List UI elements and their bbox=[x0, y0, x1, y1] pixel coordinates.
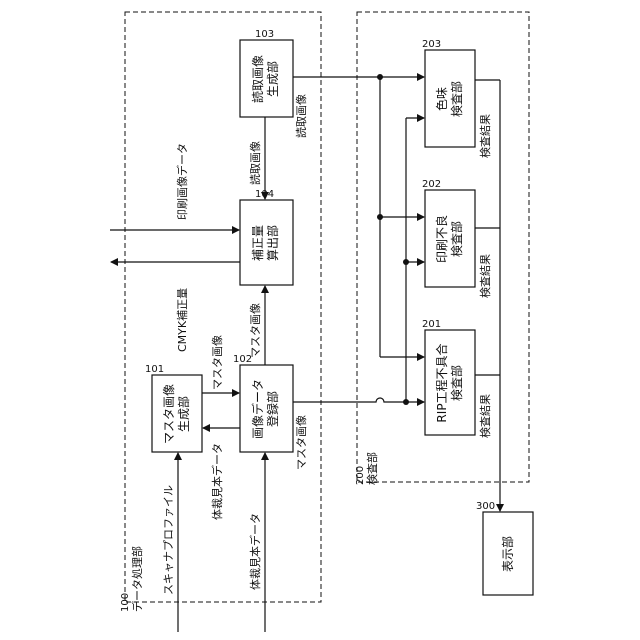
read-image-label-2: 読取画像 bbox=[294, 94, 308, 138]
scanner-profile-label: スキャナプロファイル bbox=[162, 485, 175, 595]
cmyk-correction-label: CMYK補正量 bbox=[176, 288, 189, 352]
display-ref: 300 bbox=[476, 501, 495, 512]
read-gen-ref: 103 bbox=[255, 29, 274, 40]
result-print-label: 検査結果 bbox=[478, 254, 492, 298]
junction-dot bbox=[403, 399, 409, 405]
correction-line1: 補正量 bbox=[251, 225, 265, 261]
junction-dot bbox=[403, 259, 409, 265]
master-image-label-3: マスタ画像 bbox=[295, 415, 308, 470]
layout-data-label-1: 体裁見本データ bbox=[210, 443, 224, 520]
color-insp-ref: 203 bbox=[422, 39, 441, 50]
color-insp-line1: 色味 bbox=[435, 87, 449, 111]
read-gen-line2: 生成部 bbox=[265, 61, 280, 97]
master-gen-ref: 101 bbox=[145, 364, 164, 375]
result-color-label: 検査結果 bbox=[478, 114, 492, 158]
master-gen-line2: 生成部 bbox=[176, 396, 191, 432]
data-processing-ref: 100 bbox=[120, 593, 131, 612]
correction-line2: 算出部 bbox=[265, 225, 280, 261]
display-line1: 表示部 bbox=[500, 536, 515, 572]
rip-insp-ref: 201 bbox=[422, 319, 441, 330]
master-image-label-2: マスタ画像 bbox=[249, 303, 262, 358]
master-image-label-1: マスタ画像 bbox=[211, 335, 224, 390]
print-insp-line2: 検査部 bbox=[449, 221, 464, 257]
result-rip-label: 検査結果 bbox=[478, 394, 492, 438]
junction-dot bbox=[377, 74, 383, 80]
rip-insp-line1: RIP工程不具合 bbox=[434, 343, 449, 422]
image-reg-line1: 画像データ bbox=[250, 379, 265, 439]
color-insp-line2: 検査部 bbox=[449, 81, 464, 117]
inspection-label: 検査部 bbox=[365, 452, 379, 485]
read-image-label-1: 読取画像 bbox=[248, 141, 262, 185]
print-insp-ref: 202 bbox=[422, 179, 441, 190]
rip-insp-line2: 検査部 bbox=[449, 365, 464, 401]
inspection-ref: 200 bbox=[355, 466, 366, 485]
layout-data-label-2: 体裁見本データ bbox=[248, 513, 262, 590]
print-insp-line1: 印刷不良 bbox=[434, 215, 449, 263]
master-gen-line1: マスタ画像 bbox=[162, 384, 176, 444]
read-gen-line1: 読取画像 bbox=[250, 55, 265, 103]
data-processing-label: データ処理部 bbox=[130, 546, 144, 612]
junction-dot bbox=[377, 214, 383, 220]
image-reg-line2: 登録部 bbox=[265, 391, 280, 427]
print-image-data-label: 印刷画像データ bbox=[175, 143, 189, 220]
